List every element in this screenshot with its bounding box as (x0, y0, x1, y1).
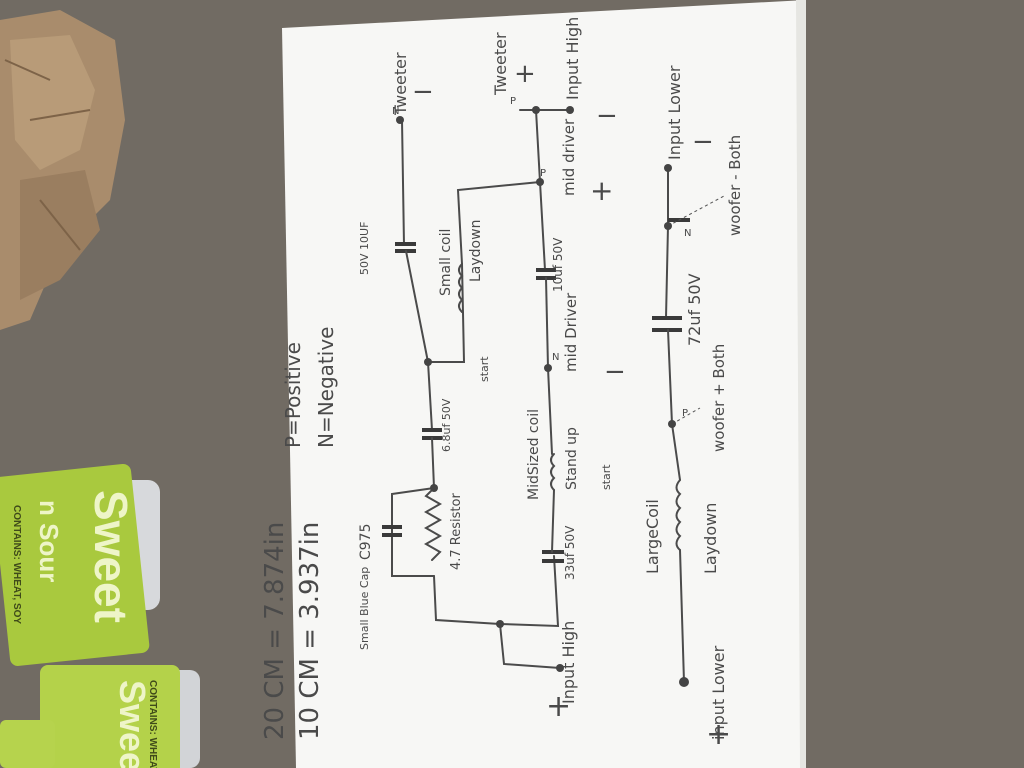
node-input-high-top (566, 106, 574, 114)
packet2-contains-text: CONTAINS: WHEAT, SOY (147, 680, 158, 768)
input-high-top-label: Input High (563, 17, 582, 100)
woofer-pos-label: woofer + Both (710, 344, 728, 452)
plus-sign-tweeter: + (514, 59, 536, 89)
node-mid-n (544, 364, 552, 372)
p-n-label-4: N (684, 228, 691, 239)
mid-sized-coil-label: MidSized coil (526, 409, 542, 500)
node-center (424, 358, 432, 366)
node-woofer-p (668, 420, 676, 428)
tweeter-neg-label: Tweeter (391, 52, 410, 116)
p-n-label-2: P (540, 168, 546, 179)
c975-label: C975 (358, 524, 374, 561)
p-n-label-5: P (682, 408, 688, 419)
lay-down-2-label: Laydown (701, 503, 720, 574)
legend-20cm: 20 CM = 7.874in (260, 522, 290, 740)
node-mid-p (536, 178, 544, 186)
p-n-label-1: N (392, 106, 399, 117)
legend-positive: P=Positive (281, 342, 305, 448)
mid-driver-neg-label: mid Driver (562, 292, 580, 372)
p-n-label-3: N (552, 352, 559, 363)
tweeter-pos-label: Tweeter (491, 32, 510, 96)
node-input-lower-bottom (679, 677, 689, 687)
circuit-drawing (382, 106, 725, 687)
cap-50v-10uf-label: 50V 10UF (358, 222, 371, 275)
input-lower-bottom-label: input Lower (709, 645, 728, 740)
p-n-label-6: P (510, 96, 516, 107)
lay-down-1-label: Laydown (468, 220, 484, 282)
start-a-label: start (478, 356, 491, 382)
cap-33uf-label: 33uf 50V (563, 525, 577, 580)
packet2-sweet-text: Sweet (112, 680, 153, 768)
packet-sweet-text: Sweet (85, 490, 137, 623)
stand-up-label: Stand up (564, 427, 580, 490)
paper-bag (0, 10, 125, 330)
node-resistor (430, 484, 438, 492)
node-tweeter-n (396, 116, 404, 124)
small-coil-label: Small coil (438, 229, 454, 296)
cap-10uf-50v-label: 10uf 50V (551, 237, 565, 292)
minus-sign-lower: − (692, 127, 714, 157)
minus-sign-mid: − (604, 357, 626, 387)
plus-sign-high: + (546, 689, 571, 724)
minus-sign-tweeter: − (412, 77, 434, 107)
legend-negative: N=Negative (314, 327, 338, 448)
input-lower-top-label: Input Lower (665, 65, 684, 160)
minus-sign-input: − (596, 101, 618, 131)
plus-sign-lower: + (706, 717, 731, 752)
sauce-packet-1: Sweet n Sour CONTAINS: WHEAT, SOY (0, 463, 160, 666)
node-woofer-n (664, 222, 672, 230)
start-b-label: start (600, 464, 613, 490)
node-input-high-bottom (556, 664, 564, 672)
woofer-neg-label: woofer - Both (726, 135, 744, 236)
node-input-lower-top (664, 164, 672, 172)
resistor-label: 4.7 Resistor (449, 493, 464, 570)
handwritten-labels: 20 CM = 7.874in 10 CM = 3.937in P=Positi… (260, 17, 744, 752)
small-blue-cap-label: Small Blue Cap (358, 567, 371, 650)
node-tweeter-p (532, 106, 540, 114)
large-coil-label: LargeCoil (643, 499, 662, 574)
packet-sour-text: n Sour (34, 500, 64, 582)
packet-contains-text: CONTAINS: WHEAT, SOY (11, 505, 22, 624)
cap-72uf-label: 72uf 50V (685, 273, 704, 346)
node-junction (496, 620, 504, 628)
mid-driver-pos-label: mid driver (560, 118, 578, 196)
cap-6-8uf-label: 6.8uf 50V (440, 398, 453, 452)
plus-sign-mid: + (590, 174, 613, 207)
sauce-packet-2: CONTAINS: WHEAT, SOY Sweet (40, 665, 200, 768)
legend-10cm: 10 CM = 3.937in (295, 522, 325, 740)
sauce-packet-3 (0, 720, 55, 768)
input-high-bottom-label: Input High (559, 621, 578, 704)
